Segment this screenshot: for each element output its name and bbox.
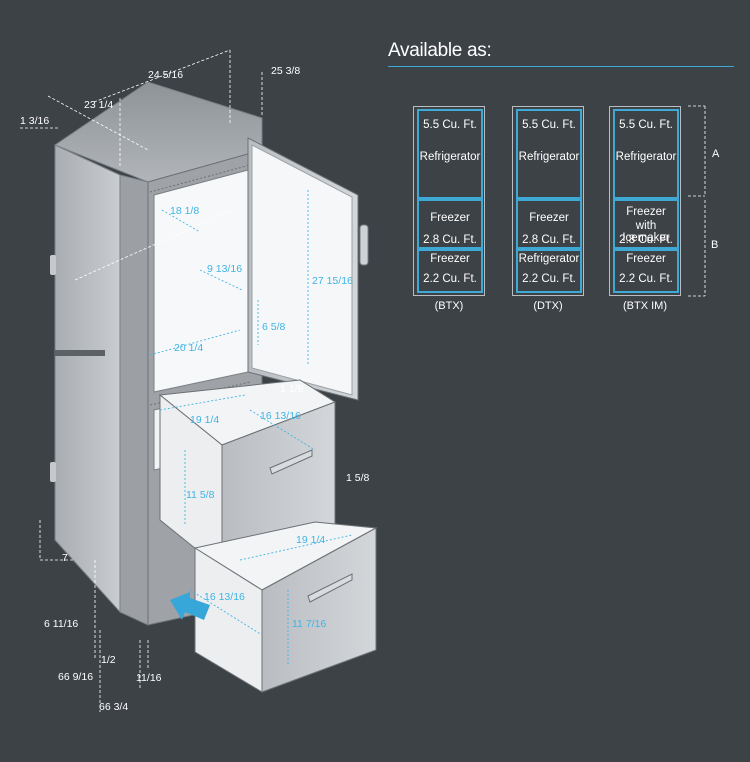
section-mid: Freezer 2.8 Cu. Ft. [417,199,483,249]
dim-66-9-16: 66 9/16 [58,671,93,683]
dim-16-13-16-upper: 16 13/16 [260,410,301,422]
section-top: 5.5 Cu. Ft. Refrigerator [417,109,483,199]
config-btx: 5.5 Cu. Ft. Refrigerator Freezer 2.8 Cu.… [413,106,485,296]
dim-16-13-16-lower: 16 13/16 [204,591,245,603]
dim-66-3-4: 66 3/4 [99,701,128,713]
config-dtx: 5.5 Cu. Ft. Refrigerator Freezer 2.8 Cu.… [512,106,584,296]
section-mid: Freezer with Icemaker 2.8 Cu. Ft. [613,199,679,249]
section-top: 5.5 Cu. Ft. Refrigerator [613,109,679,199]
dim-9-13-16: 9 13/16 [207,263,242,275]
dim-11-16: 11/16 [136,672,162,684]
dim-1-5-8: 1 5/8 [346,472,370,484]
dim-6-11-16: 6 11/16 [44,618,78,630]
section-label-a: A [712,148,720,160]
dim-1-1-8: 1 1/8 [280,383,304,395]
dim-18-1-8: 18 1/8 [170,205,199,217]
dim-1-2: 1/2 [101,654,116,666]
dim-20-1-4: 20 1/4 [174,342,203,354]
config-dtx-caption: (DTX) [533,300,563,312]
cabinet [50,81,263,626]
lower-drawer [193,521,378,693]
section-mid: Freezer 2.8 Cu. Ft. [516,199,582,249]
dim-1-3-16: 1 3/16 [20,115,49,127]
dim-7: 7 [62,552,68,564]
section-label-b: B [711,239,719,251]
header-title: Available as: [388,40,492,61]
section-bottom: Freezer 2.2 Cu. Ft. [613,249,679,293]
section-top: 5.5 Cu. Ft. Refrigerator [516,109,582,199]
dim-6-5-8: 6 5/8 [262,321,286,333]
config-btx-caption: (BTX) [434,300,464,312]
dim-25-3-8: 25 3/8 [271,65,300,77]
airflow-arrow-icon [170,592,210,620]
dimension-lines [20,49,263,712]
refrigerator-door [247,137,369,401]
available-as-header: Available as: [388,40,734,67]
dim-19-1-4-lower: 19 1/4 [296,534,325,546]
dim-11-7-16: 11 7/16 [292,618,326,630]
section-bottom: Refrigerator 2.2 Cu. Ft. [516,249,582,293]
section-brackets [688,105,706,297]
dim-11-5-8: 11 5/8 [186,489,215,501]
dim-23-1-4: 23 1/4 [84,99,113,111]
config-btx-im-caption: (BTX IM) [623,300,667,312]
interior-dimension-lines [149,190,353,665]
dim-24-5-16: 24 5/16 [148,69,183,81]
config-btx-im: 5.5 Cu. Ft. Refrigerator Freezer with Ic… [609,106,681,296]
dim-27-15-16: 27 15/16 [312,275,353,287]
section-bottom: Freezer 2.2 Cu. Ft. [417,249,483,293]
dim-19-1-4-upper: 19 1/4 [190,414,219,426]
